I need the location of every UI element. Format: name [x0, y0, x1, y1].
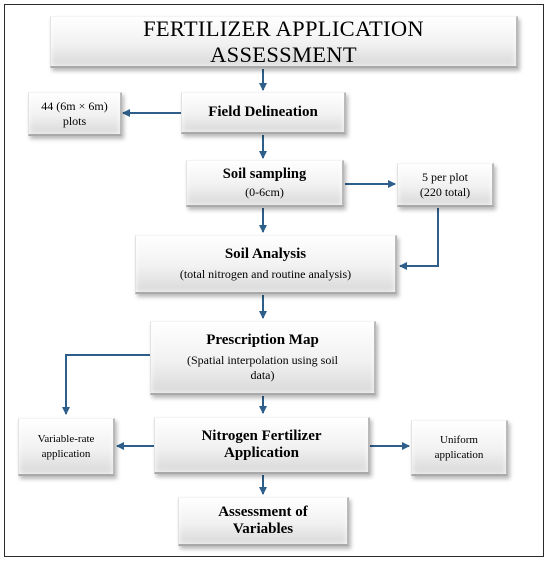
soil-sampling-box: Soil sampling (0-6cm): [186, 160, 344, 207]
per-plot-line-2: (220 total): [419, 184, 471, 199]
soil-sampling-title: Soil sampling: [222, 165, 307, 182]
nitrogen-application-line-1: Nitrogen Fertilizer: [201, 427, 322, 444]
uniform-line-1: Uniform: [440, 434, 478, 447]
title-box: FERTILIZER APPLICATION ASSESSMENT: [50, 16, 518, 68]
prescription-map-box: Prescription Map (Spatial interpolation …: [150, 321, 376, 395]
soil-sampling-sub: (0-6cm): [245, 185, 284, 200]
assessment-line-1: Assessment of: [218, 503, 308, 520]
uniform-box: Uniform application: [411, 420, 508, 476]
variable-rate-line-1: Variable-rate: [37, 433, 95, 446]
field-delineation-box: Field Delineation: [181, 92, 346, 134]
figure-frame: [4, 4, 544, 557]
prescription-map-title: Prescription Map: [206, 331, 319, 348]
variable-rate-box: Variable-rate application: [18, 418, 115, 476]
variable-rate-line-2: application: [41, 447, 91, 460]
prescription-map-sub-2: data): [250, 368, 275, 383]
title-line-2: ASSESSMENT: [210, 41, 357, 67]
field-delineation-title: Field Delineation: [208, 103, 318, 120]
plots-line-2: plots: [62, 113, 87, 128]
soil-analysis-title: Soil Analysis: [224, 245, 307, 262]
assessment-line-2: Variables: [232, 521, 294, 537]
arrow-perplot-to-analysis: [399, 208, 439, 270]
nitrogen-application-line-2: Application: [223, 445, 299, 461]
plots-line-1: 44 (6m × 6m): [41, 98, 108, 113]
title-line-1: FERTILIZER APPLICATION: [143, 16, 424, 42]
soil-analysis-sub: (total nitrogen and routine analysis): [179, 267, 352, 282]
arrow-prescription-to-variable: [62, 354, 150, 415]
plots-box: 44 (6m × 6m) plots: [28, 92, 122, 136]
nitrogen-application-box: Nitrogen Fertilizer Application: [154, 417, 370, 474]
uniform-line-2: application: [434, 448, 484, 461]
soil-analysis-box: Soil Analysis (total nitrogen and routin…: [135, 235, 397, 294]
assessment-box: Assessment of Variables: [178, 497, 349, 546]
per-plot-box: 5 per plot (220 total): [397, 163, 494, 207]
per-plot-line-1: 5 per plot: [422, 169, 468, 184]
prescription-map-sub-1: (Spatial interpolation using soil: [187, 353, 338, 368]
